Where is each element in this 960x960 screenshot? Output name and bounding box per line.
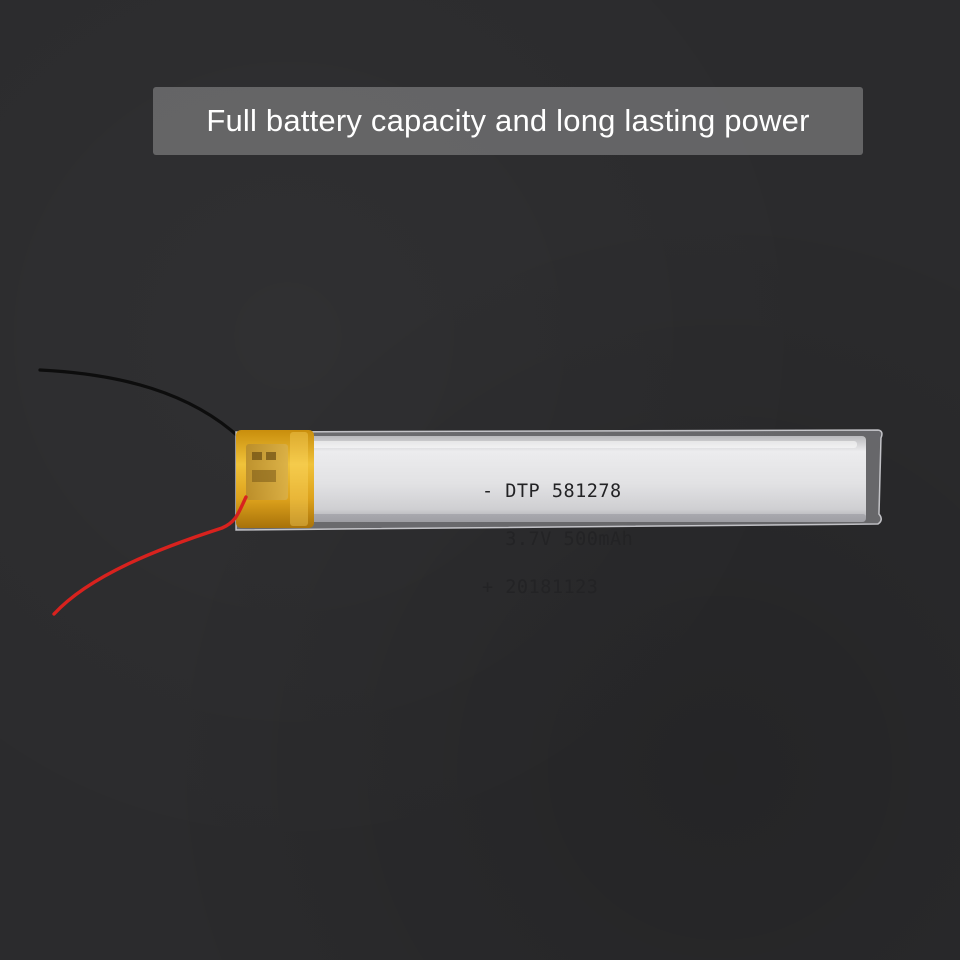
black-wire xyxy=(38,368,242,440)
battery-label: - DTP 581278 3.7V 500mAh + 20181123 xyxy=(482,452,633,612)
label-line-model: - DTP 581278 xyxy=(482,481,622,502)
caption-banner: Full battery capacity and long lasting p… xyxy=(153,87,863,155)
label-line-date: + 20181123 xyxy=(482,577,599,598)
red-wire xyxy=(52,495,248,616)
cell-body xyxy=(300,436,866,522)
label-line-spec: 3.7V 500mAh xyxy=(482,529,634,550)
caption-text: Full battery capacity and long lasting p… xyxy=(206,103,810,138)
